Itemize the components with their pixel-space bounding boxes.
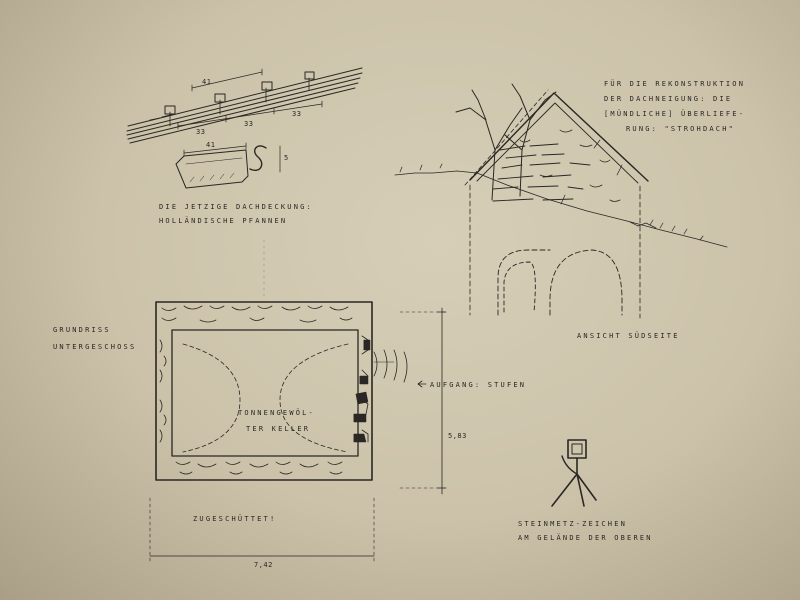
south-elevation (394, 83, 728, 319)
dim-tile-33-b: 33 (244, 120, 254, 128)
plan-caption-line-2: UNTERGESCHOSS (53, 343, 137, 351)
dim-tile-33-c: 33 (292, 110, 302, 118)
dim-tile-33-a: 33 (196, 128, 206, 136)
floor-plan (149, 239, 449, 563)
dim-tile-41-top: 41 (202, 78, 212, 86)
roof-tile-detail (126, 67, 363, 189)
recon-note-line-2: DER DACHNEIGUNG: DIE (604, 95, 733, 103)
vault-label-line-1: TONNENGEWÖL- (238, 409, 315, 417)
plan-caption-line-1: GRUNDRISS (53, 326, 111, 334)
roof-note-line-2: HOLLÄNDISCHE PFANNEN (159, 217, 288, 225)
backfilled-label: ZUGESCHÜTTET! (193, 515, 277, 523)
dim-profile-height: 5 (284, 154, 289, 162)
dim-plan-width: 7,42 (254, 561, 273, 569)
vault-label-line-2: TER KELLER (246, 425, 311, 433)
mason-mark-caption-1: STEINMETZ-ZEICHEN (518, 520, 628, 528)
dim-tile-41-detail: 41 (206, 141, 216, 149)
recon-note-line-4: RUNG: "STROHDACH" (626, 125, 736, 133)
recon-note-line-3: [MÜNDLICHE] ÜBERLIEFE- (604, 110, 746, 118)
recon-note-line-1: FÜR DIE REKONSTRUKTION (604, 80, 746, 88)
south-view-caption: ANSICHT SÜDSEITE (577, 332, 680, 340)
stonemason-mark (551, 439, 597, 507)
entrance-label: AUFGANG: STUFEN (430, 381, 527, 389)
dim-plan-height: 5,83 (448, 432, 467, 440)
mason-mark-caption-2: AM GELÄNDE DER OBEREN (518, 534, 653, 542)
roof-note-line-1: DIE JETZIGE DACHDECKUNG: (159, 203, 313, 211)
